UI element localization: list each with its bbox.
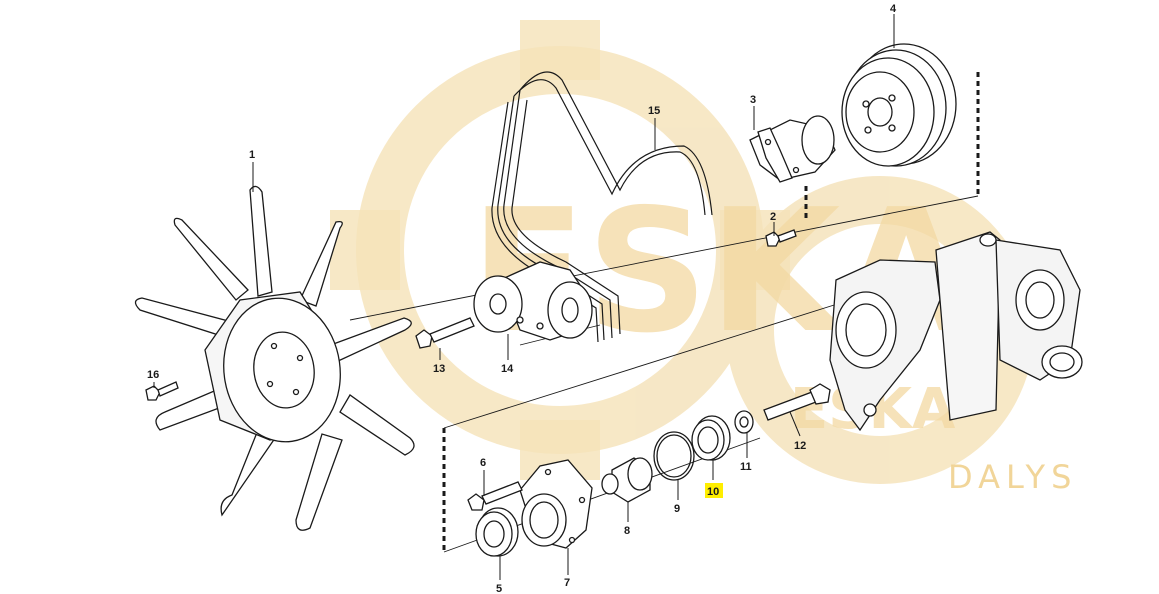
pulley: [841, 43, 957, 167]
callout-12: 12: [794, 440, 806, 452]
bolt-16: [145, 381, 179, 401]
belt-tensioner: [473, 261, 593, 341]
callout-15: 15: [648, 105, 660, 117]
bolt-13: [415, 317, 475, 349]
bolt-2: [765, 229, 797, 247]
callout-5: 5: [496, 583, 502, 594]
bearing-10: [691, 415, 731, 461]
callout-2: 2: [770, 211, 776, 223]
callout-3: 3: [750, 94, 756, 106]
callouts: 1 2 3 4 5 6 7 8 9 10 11 12 13 14 15 16: [147, 3, 897, 594]
callout-6: 6: [480, 457, 486, 469]
callout-13: 13: [433, 363, 445, 375]
callout-9: 9: [674, 503, 680, 515]
callout-4: 4: [890, 3, 897, 15]
callout-14: 14: [501, 363, 514, 375]
callout-1: 1: [249, 149, 255, 161]
seal-5: [475, 507, 519, 557]
washer-11: [734, 410, 754, 434]
o-ring-9: [653, 431, 695, 481]
callout-11: 11: [740, 461, 752, 473]
callout-16: 16: [147, 369, 159, 381]
watermark-sub: DALYS: [948, 458, 1077, 496]
callout-8: 8: [624, 525, 630, 537]
flange-7: [519, 459, 593, 549]
bolt-6: [467, 481, 523, 511]
callout-10: 10: [707, 486, 719, 498]
fan-hub: [749, 115, 836, 183]
pump-housing: [829, 231, 1083, 432]
bolt-12: [763, 383, 831, 421]
spacer-sleeve-8: [601, 457, 653, 503]
callout-10-highlight: [705, 483, 723, 498]
fan-assembly: [134, 185, 415, 531]
callout-7: 7: [564, 577, 570, 589]
leader-lines: [153, 14, 895, 580]
